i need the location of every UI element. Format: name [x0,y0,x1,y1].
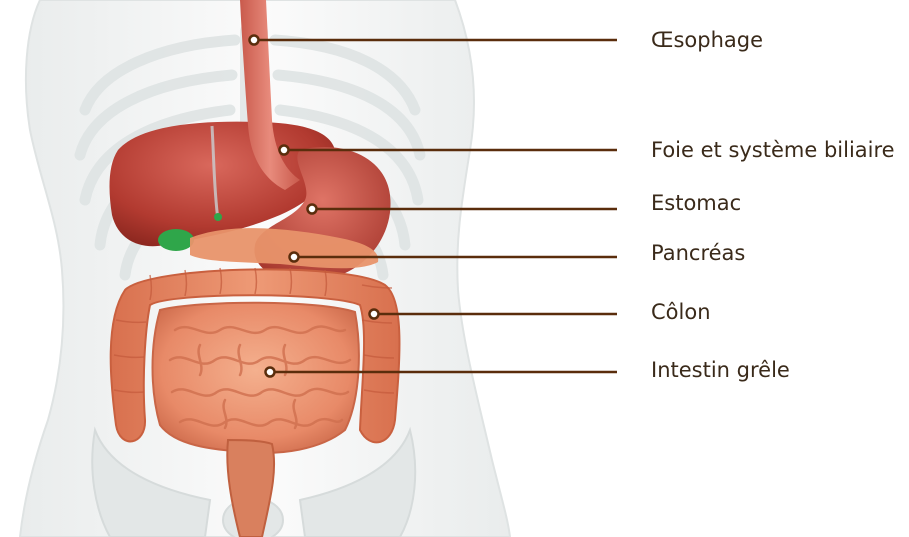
small-intestine [153,303,359,453]
leader-dot-foie [280,146,289,155]
label-colon: Côlon [651,299,711,325]
leader-dot-estomac [308,205,317,214]
leader-dot-intestin [266,368,275,377]
leader-dot-colon [370,310,379,319]
leader-dot-oesophage [250,36,259,45]
label-foie-systeme-biliaire: Foie et système biliaire [651,137,895,163]
label-intestin-grele: Intestin grêle [651,357,790,383]
label-estomac: Estomac [651,190,741,216]
label-oesophage: Œsophage [651,27,763,53]
label-pancreas: Pancréas [651,240,745,266]
leader-dot-pancreas [290,253,299,262]
